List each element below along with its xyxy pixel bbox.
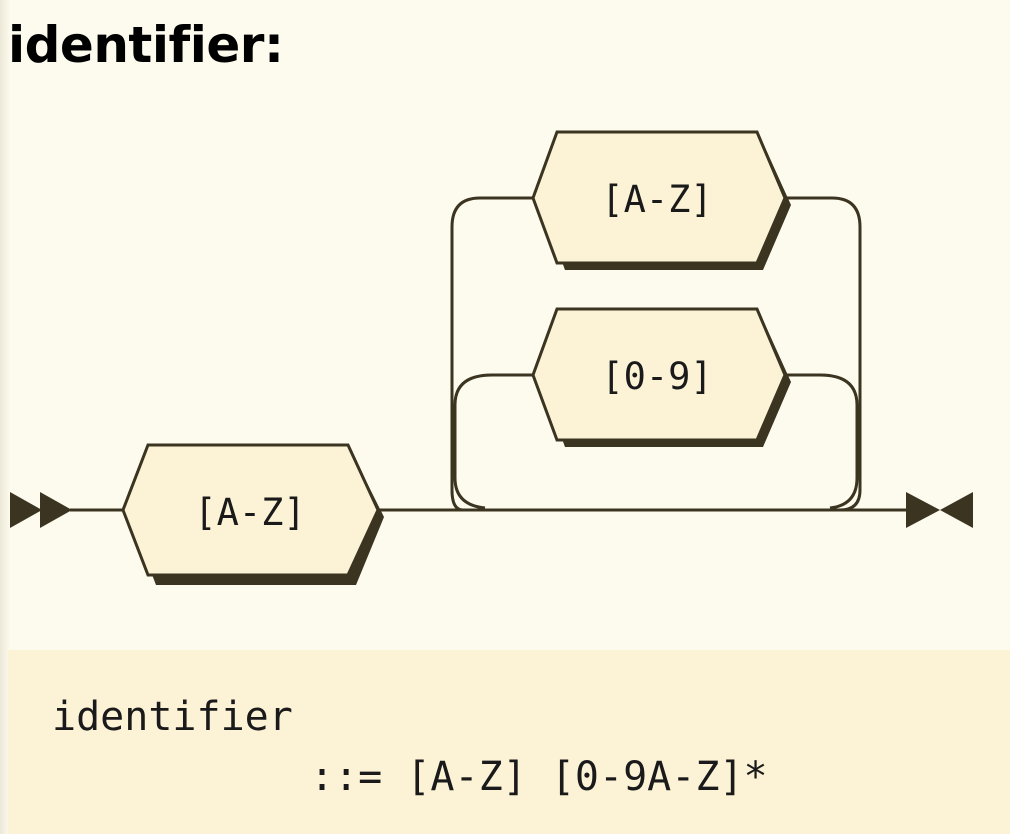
terminal-choice-09-label: [0-9]	[601, 355, 712, 398]
terminal-first: [A-Z]	[121, 443, 384, 585]
rule-title: identifier:	[8, 16, 284, 74]
end-arrow-icon	[906, 492, 973, 528]
loop-right-outer-track	[780, 196, 862, 512]
loop-left-inner-track	[453, 373, 533, 510]
ebnf-rule-definition: ::= [A-Z] [0-9A-Z]*	[310, 754, 768, 800]
start-arrow-icon	[10, 492, 72, 528]
terminal-first-label: [A-Z]	[194, 491, 305, 534]
railroad-diagram: [A-Z] [A-Z] [0-9]	[10, 130, 973, 585]
terminal-choice-09: [0-9]	[531, 307, 791, 447]
page-left-edge	[0, 0, 10, 834]
terminal-choice-az: [A-Z]	[531, 130, 791, 270]
loop-left-outer-track	[450, 196, 533, 512]
terminal-choice-az-label: [A-Z]	[601, 178, 712, 221]
loop-right-inner-track	[780, 373, 859, 510]
ebnf-definition-box: identifier ::= [A-Z] [0-9A-Z]*	[8, 650, 1010, 834]
ebnf-rule-name: identifier	[52, 694, 293, 740]
